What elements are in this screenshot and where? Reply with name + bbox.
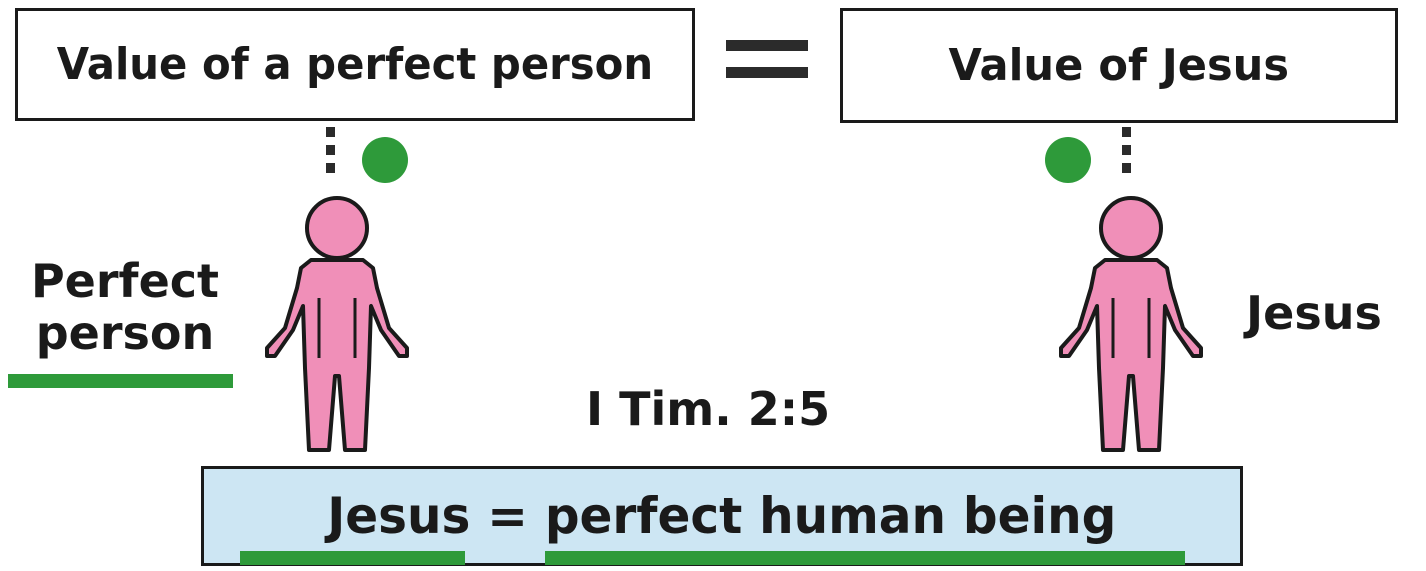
connector-line-right — [1122, 127, 1131, 181]
connector-line-left — [326, 127, 335, 181]
perfect-person-label-line1: Perfect — [30, 254, 220, 308]
perfect-person-label-line2: person — [35, 306, 215, 360]
green-dot-left — [362, 137, 408, 183]
jesus-perfect-human-text: Jesus = perfect human being — [327, 487, 1117, 545]
jesus-value-box: Value of Jesus — [840, 8, 1398, 123]
jesus-figure-icon — [1059, 196, 1203, 452]
perfect-person-underline — [8, 374, 233, 388]
jesus-label: Jesus — [1246, 286, 1382, 340]
green-dot-right — [1045, 137, 1091, 183]
equals-sign — [726, 40, 808, 90]
perfect-person-value-box: Value of a perfect person — [15, 8, 695, 121]
jesus-value-text: Value of Jesus — [948, 40, 1290, 91]
scripture-reference: I Tim. 2:5 — [586, 382, 831, 436]
perfect-human-underline — [545, 551, 1185, 565]
perfect-person-value-text: Value of a perfect person — [56, 39, 654, 90]
jesus-underline — [240, 551, 465, 565]
jesus-perfect-human-box: Jesus = perfect human being — [201, 466, 1243, 566]
person-figure-icon — [265, 196, 409, 452]
perfect-person-label: Perfect person — [20, 255, 230, 359]
